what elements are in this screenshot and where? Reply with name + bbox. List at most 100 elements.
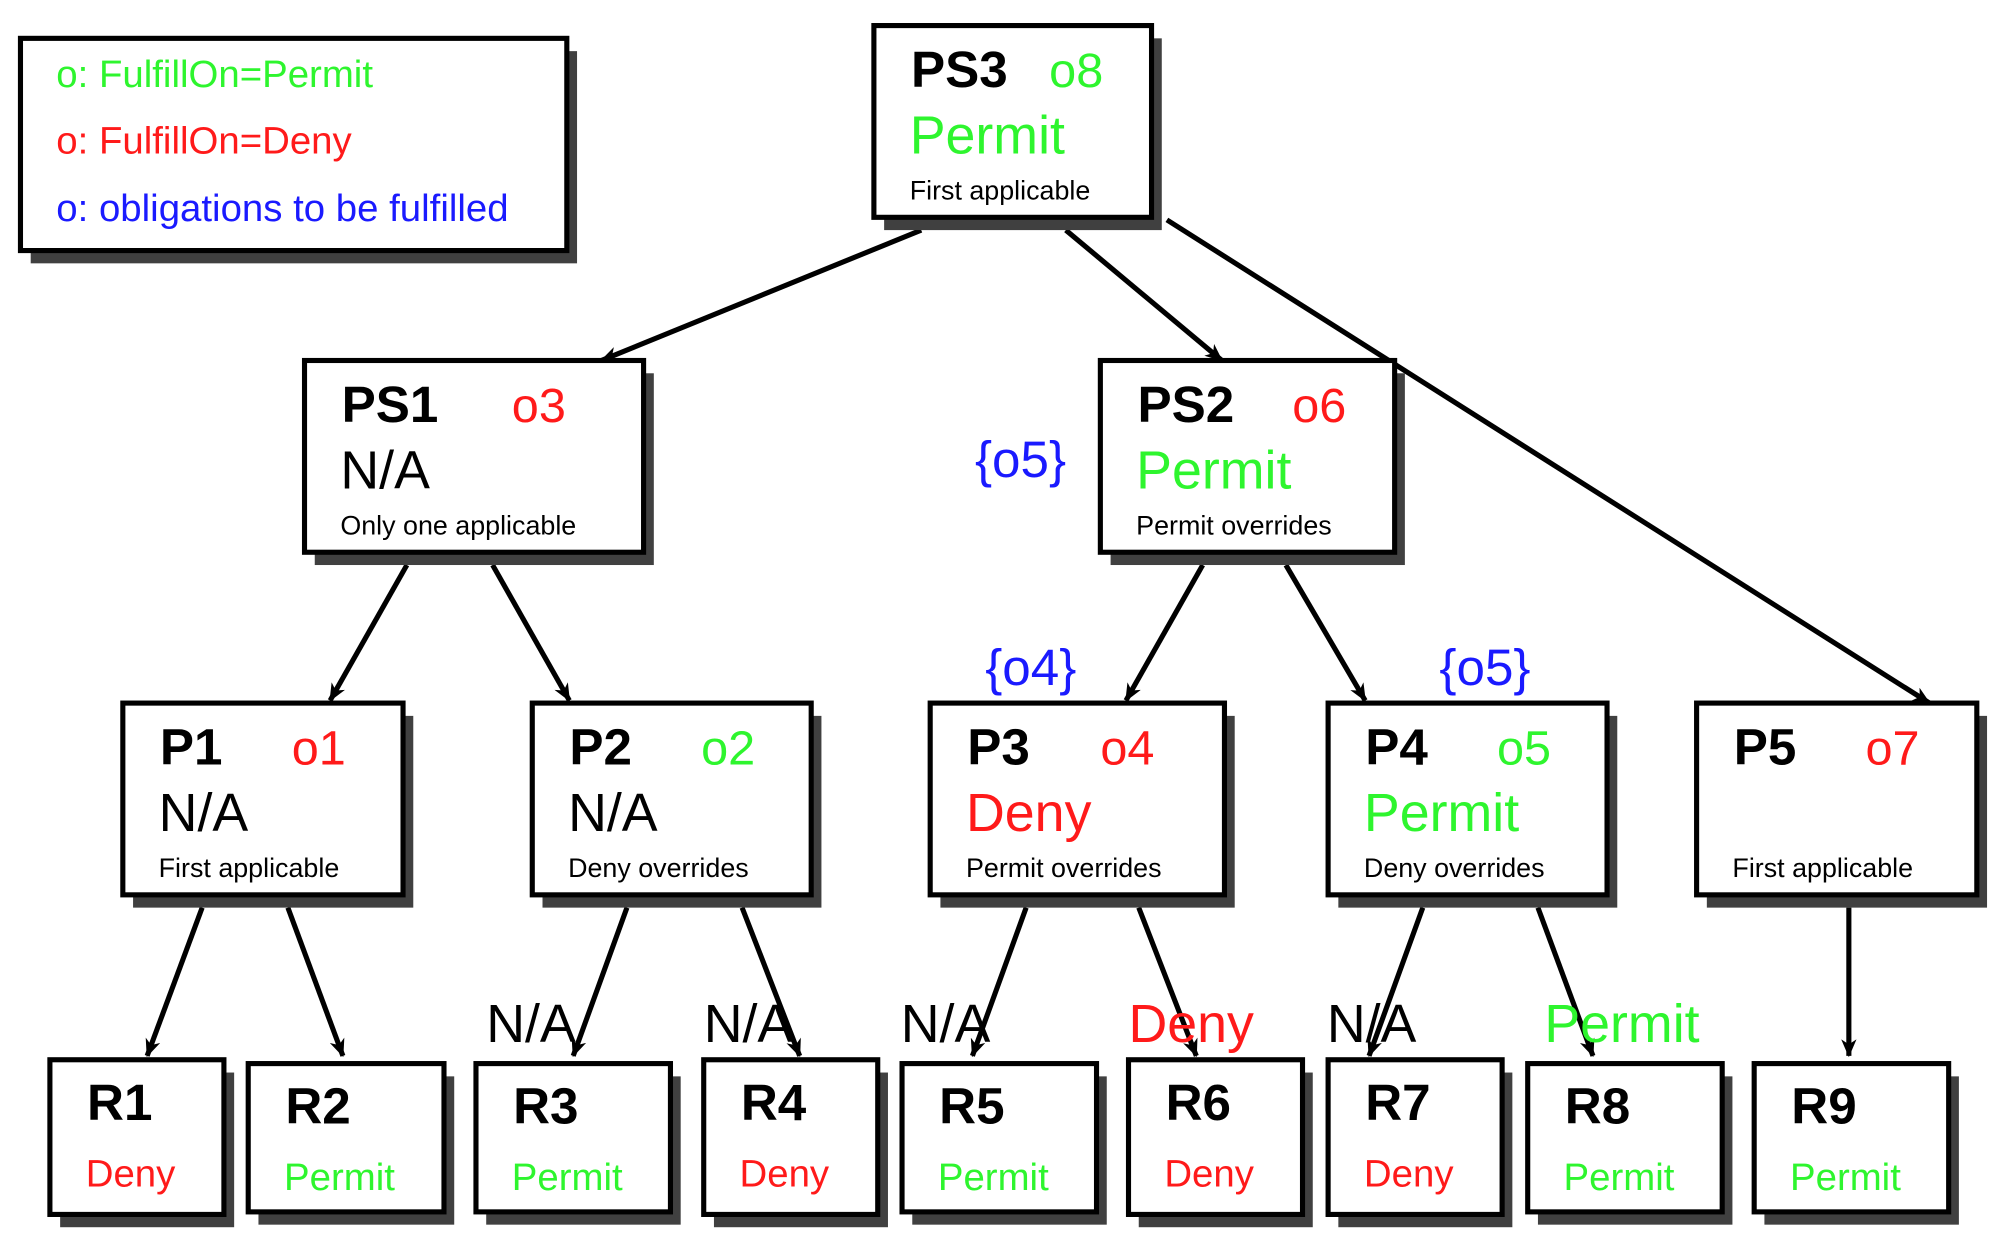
node-box — [47, 1057, 227, 1217]
policy-node-ps1: PS1 o3N/A Only one applicable — [301, 357, 654, 566]
edge-p4-r7 — [1366, 906, 1426, 1058]
node-algorithm: First applicable — [159, 853, 340, 883]
rule-result: Permit — [1544, 994, 1699, 1054]
node-obligation: o7 — [1865, 721, 1919, 775]
edge-ps3-ps2 — [1064, 228, 1224, 363]
node-algorithm: First applicable — [1732, 853, 1913, 883]
node-name: P3 — [967, 718, 1030, 775]
rule-name: R5 — [939, 1078, 1004, 1135]
edge-p2-r4 — [739, 906, 803, 1058]
node-obligation: o1 — [292, 721, 346, 775]
node-box — [529, 700, 814, 898]
rule-result: Deny — [1129, 994, 1255, 1054]
edge-ps1-p1 — [327, 563, 410, 702]
node-box — [245, 1061, 447, 1215]
node-obligation: o5 — [1497, 721, 1551, 775]
rule-name: R2 — [285, 1078, 350, 1135]
edge-ps2-p4 — [1283, 563, 1368, 702]
node-obligation: o3 — [512, 379, 566, 433]
edge-p1-r2 — [285, 906, 346, 1058]
node-algorithm: Only one applicable — [340, 510, 576, 540]
rule-effect: Deny — [86, 1152, 176, 1195]
obligation-set: {o5} — [1439, 639, 1530, 696]
rule-effect: Deny — [1164, 1152, 1254, 1195]
node-box — [1694, 700, 1980, 898]
node-box — [927, 700, 1228, 898]
node-result: Deny — [966, 783, 1092, 843]
rule-result: N/A — [486, 994, 576, 1054]
obligation-set: {o4} — [985, 639, 1076, 696]
legend-item: o: FulfillOn=Deny — [56, 119, 352, 162]
nodes: o: FulfillOn=Permit o: FulfillOn=Deny o: o… — [17, 23, 1988, 1228]
edge-ps3-p5 — [1165, 217, 1931, 706]
node-name: P1 — [160, 718, 223, 775]
rule-name: R7 — [1365, 1074, 1430, 1131]
node-box — [701, 1057, 881, 1217]
edge-p4-r8 — [1535, 906, 1596, 1058]
node-name: P2 — [569, 718, 632, 775]
node-result: Permit — [1136, 440, 1291, 500]
node-box — [301, 357, 647, 555]
edges — [144, 217, 1931, 1058]
node-obligation: o6 — [1292, 379, 1346, 433]
node-result: Permit — [910, 105, 1065, 165]
legend-item: o: obligations to be fulfilled — [56, 187, 508, 230]
rule-name: R1 — [87, 1074, 152, 1131]
node-box — [1751, 1061, 1952, 1215]
node-name: PS1 — [342, 376, 439, 433]
rule-name: R6 — [1166, 1074, 1231, 1131]
edge-p3-r6 — [1136, 906, 1199, 1058]
rule-name: R3 — [513, 1078, 578, 1135]
legend: o: FulfillOn=Permit o: FulfillOn=Deny o: o… — [17, 35, 578, 264]
rule-effect: Permit — [938, 1156, 1049, 1199]
rule-result: N/A — [704, 994, 794, 1054]
node-algorithm: Deny overrides — [1364, 853, 1545, 883]
node-obligation: o4 — [1100, 721, 1154, 775]
node-result: N/A — [568, 783, 658, 843]
node-result: N/A — [340, 440, 430, 500]
rule-effect: Permit — [1790, 1156, 1901, 1199]
node-obligation: o8 — [1049, 44, 1103, 98]
edge-p3-r5 — [970, 906, 1029, 1058]
rule-effect: Permit — [284, 1156, 395, 1199]
node-box — [871, 23, 1155, 220]
rule-name: R8 — [1565, 1078, 1630, 1135]
obligation-set: {o5} — [975, 431, 1066, 488]
rule-name: R4 — [741, 1074, 807, 1131]
node-result: N/A — [159, 783, 249, 843]
node-algorithm: Deny overrides — [568, 853, 749, 883]
node-algorithm: Permit overrides — [1136, 510, 1332, 540]
policy-node-p1: P1 o1N/A First applicable — [120, 700, 414, 908]
node-box — [1097, 357, 1398, 555]
node-result: Permit — [1364, 783, 1519, 843]
edge-ps3-ps1 — [600, 227, 923, 363]
node-algorithm: Permit overrides — [966, 853, 1162, 883]
legend-box — [17, 35, 570, 254]
node-box — [120, 700, 406, 898]
rule-result: N/A — [901, 994, 991, 1054]
node-name: PS3 — [911, 41, 1008, 98]
node-box — [1125, 1057, 1306, 1217]
edge-p1-r1 — [144, 906, 205, 1058]
edge-p2-r3 — [570, 906, 630, 1058]
edge-ps2-p3 — [1123, 563, 1205, 702]
node-algorithm: First applicable — [910, 175, 1091, 205]
rule-effect: Deny — [1364, 1152, 1454, 1195]
legend-item: o: FulfillOn=Permit — [56, 53, 373, 96]
rule-effect: Deny — [740, 1152, 830, 1195]
node-box — [1525, 1061, 1725, 1215]
node-name: P5 — [1734, 718, 1797, 775]
